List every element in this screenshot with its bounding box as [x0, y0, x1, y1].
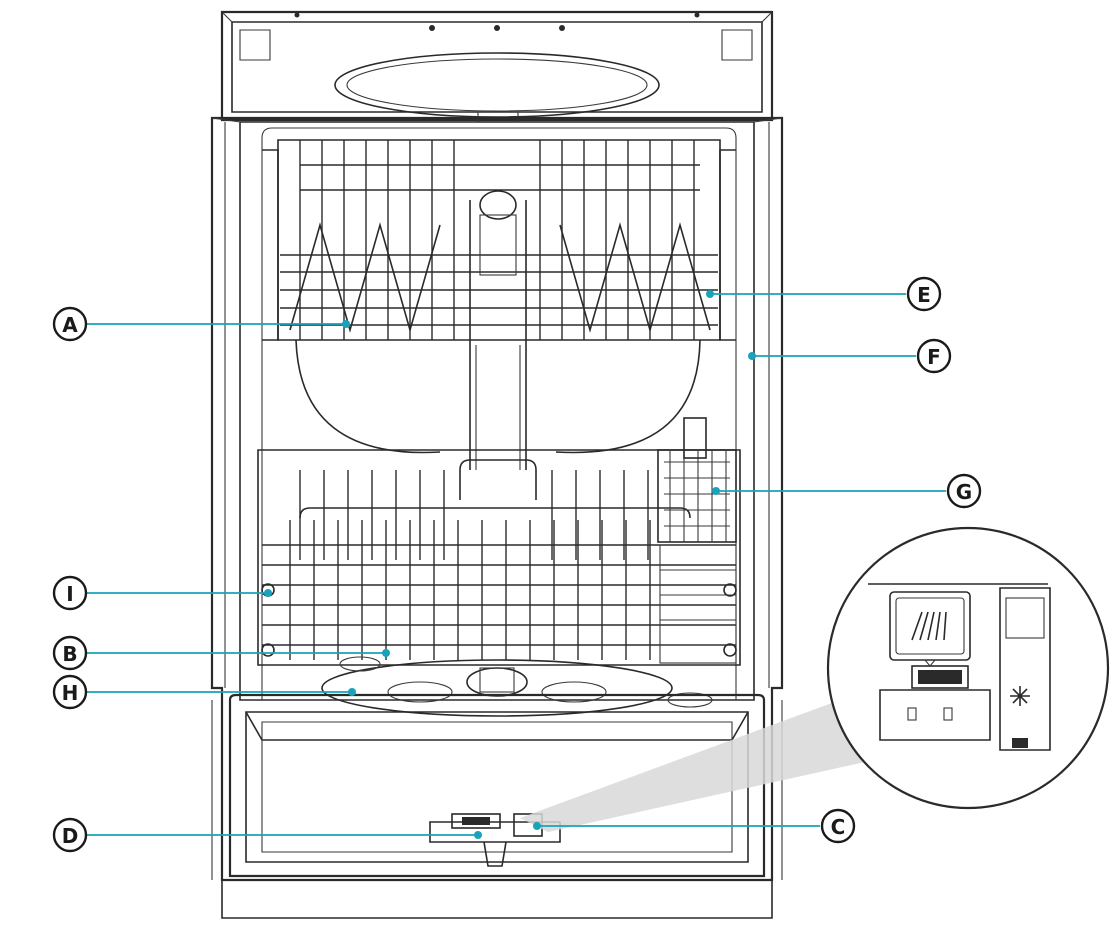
- callout-a: A: [52, 306, 88, 342]
- callout-h-label: H: [62, 681, 79, 705]
- lower-rack: [257, 417, 741, 666]
- open-door: [211, 693, 874, 919]
- callout-i-label: I: [66, 582, 73, 606]
- lower-spray-arm: [321, 656, 713, 717]
- callout-h: H: [52, 674, 88, 710]
- callout-f-label: F: [927, 345, 941, 369]
- callout-c-label: C: [831, 815, 846, 839]
- callout-g: G: [946, 473, 982, 509]
- dispenser-inset: [826, 526, 1110, 810]
- callout-e-label: E: [917, 283, 931, 307]
- callout-a-label: A: [62, 313, 78, 337]
- spray-arms-icon: [911, 611, 947, 641]
- callout-i: I: [52, 575, 88, 611]
- callout-b-label: B: [62, 642, 77, 666]
- callout-c: C: [820, 808, 856, 844]
- cabinet-top-frame: [220, 10, 774, 123]
- callout-e: E: [906, 276, 942, 312]
- spray-tube: [295, 339, 701, 470]
- callout-b: B: [52, 635, 88, 671]
- callout-d-label: D: [62, 824, 79, 848]
- callout-f: F: [916, 338, 952, 374]
- callout-d: D: [52, 817, 88, 853]
- rinse-aid-snowflake-icon: [1010, 686, 1030, 706]
- callout-lines: [87, 290, 946, 839]
- upper-rack: [262, 139, 736, 341]
- callout-g-label: G: [956, 480, 972, 504]
